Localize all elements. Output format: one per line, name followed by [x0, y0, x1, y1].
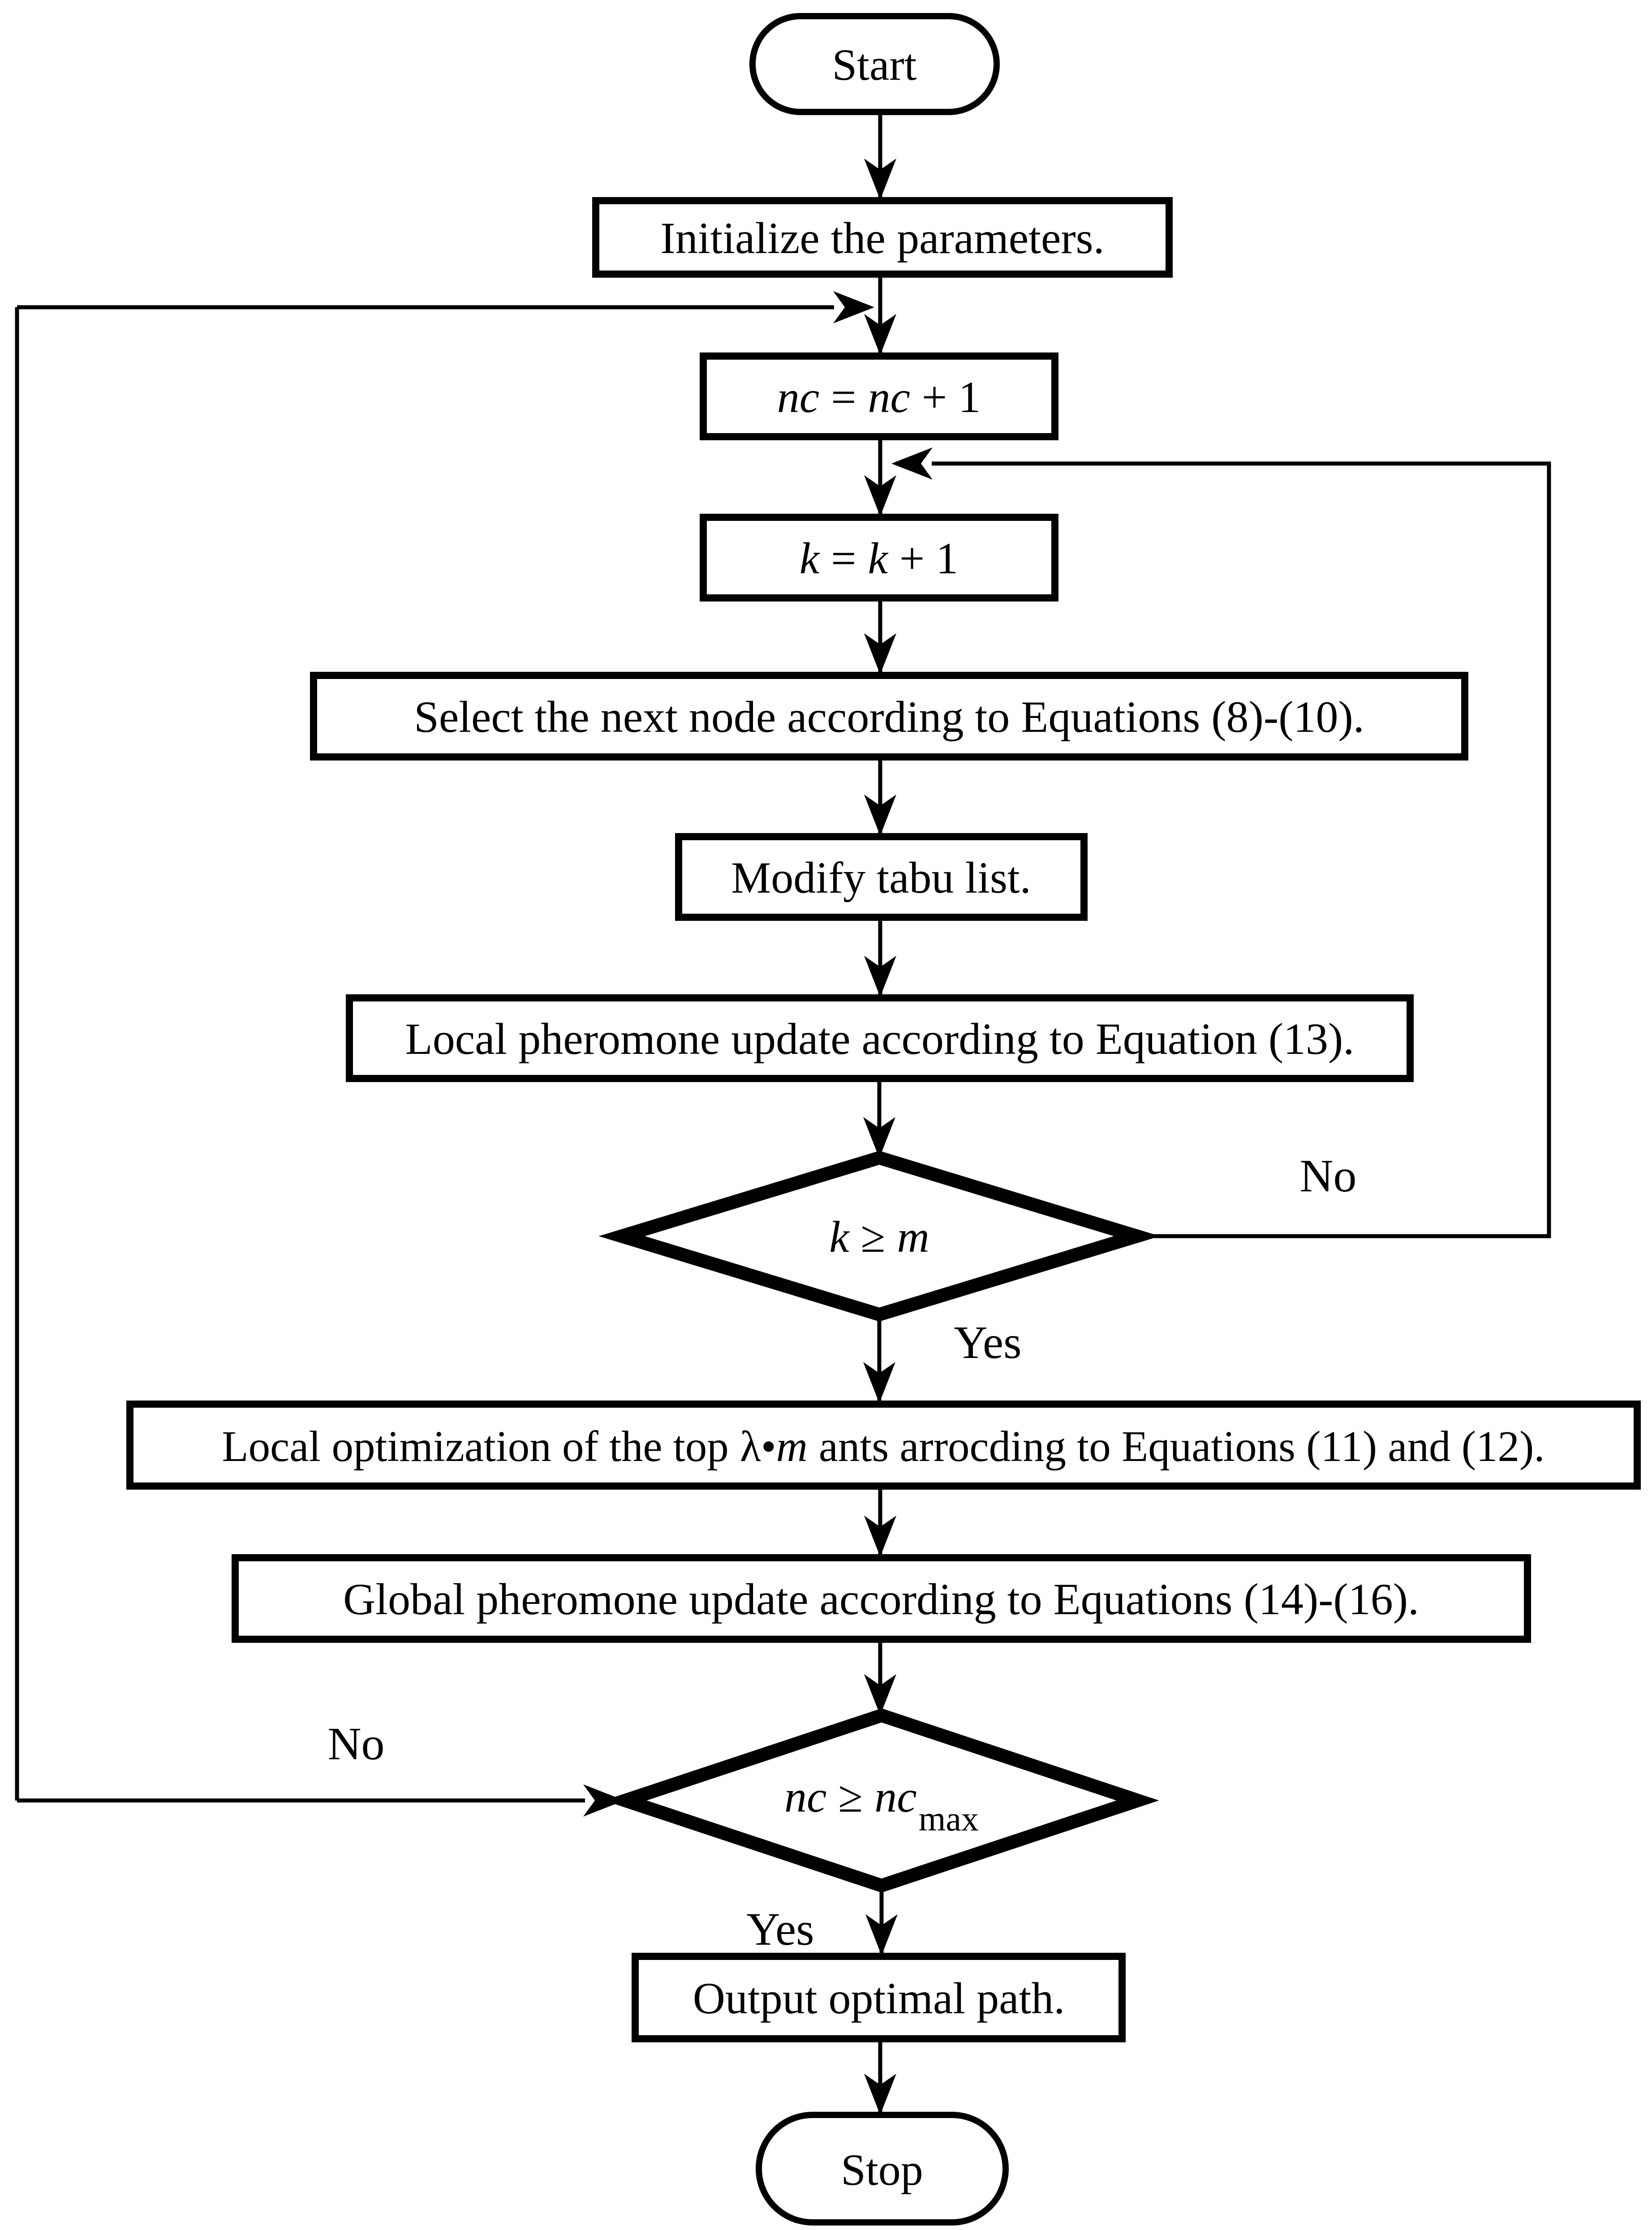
arrowhead-down-icon	[864, 314, 896, 355]
stop-shape	[756, 2112, 1009, 2226]
k-yes-label: Yes	[954, 1317, 1021, 1368]
arrowhead-down-icon	[864, 956, 896, 997]
select-next-shape	[310, 672, 1468, 761]
modify-tabu-shape	[675, 833, 1088, 921]
start-label: Start	[832, 40, 917, 90]
output-shape	[632, 1953, 1126, 2042]
node-k-increment: k=k+ 1	[700, 514, 1058, 602]
edge-loop-right	[932, 461, 1551, 1238]
arrowhead-left-icon	[891, 447, 933, 480]
arrowhead-down-icon	[864, 633, 896, 675]
node-nc-increment: nc=nc+ 1	[700, 352, 1058, 440]
global-pheromone-label: Global pheromone update according to Equ…	[343, 1574, 1419, 1624]
k-no-label: No	[1299, 1150, 1356, 1202]
global-pheromone-shape	[232, 1554, 1531, 1643]
arrowhead-down-icon	[864, 2074, 896, 2115]
k-decision-shape	[598, 1151, 1160, 1322]
node-global-pheromone: Global pheromone update according to Equ…	[232, 1554, 1531, 1643]
edge-labels: No Yes No Yes	[327, 1150, 1356, 1955]
nc-decision-label: nc≥ncmax	[784, 1772, 979, 1838]
decision-k-ge-m: k≥m	[598, 1151, 1160, 1322]
stop-label: Stop	[841, 2145, 923, 2195]
arrowhead-down-icon	[864, 1674, 896, 1715]
local-optimization-shape	[126, 1401, 1641, 1490]
node-modify-tabu: Modify tabu list.	[675, 833, 1088, 921]
local-pheromone-label: Local pheromone update according to Equa…	[405, 1014, 1355, 1064]
select-next-label: Select the next node according to Equati…	[414, 692, 1364, 742]
nc-yes-label: Yes	[746, 1903, 814, 1955]
arrowhead-right-icon	[833, 291, 874, 323]
k-increment-label: k=k+ 1	[800, 533, 959, 583]
arrowhead-down-icon	[864, 159, 896, 200]
initialize-shape	[592, 197, 1173, 278]
node-local-pheromone: Local pheromone update according to Equa…	[346, 994, 1414, 1082]
output-label: Output optimal path.	[693, 1973, 1065, 2023]
nc-no-label: No	[327, 1718, 384, 1770]
node-initialize: Initialize the parameters.	[592, 197, 1173, 278]
nc-increment-label: nc=nc+ 1	[777, 372, 981, 422]
connectors	[15, 112, 1551, 2116]
arrowhead-down-icon	[863, 1117, 895, 1158]
nc-increment-shape	[700, 352, 1058, 440]
start-shape	[749, 13, 1000, 115]
node-select-next: Select the next node according to Equati…	[310, 672, 1468, 761]
node-output: Output optimal path.	[632, 1953, 1126, 2042]
initialize-label: Initialize the parameters.	[660, 213, 1104, 263]
arrowhead-down-icon	[864, 795, 896, 836]
modify-tabu-label: Modify tabu list.	[731, 853, 1031, 902]
arrowhead-down-icon	[864, 475, 896, 516]
arrowhead-down-icon	[863, 1362, 895, 1403]
arrowhead-down-icon	[865, 1914, 898, 1955]
nc-decision-shape	[604, 1708, 1159, 1893]
local-pheromone-shape	[346, 994, 1414, 1082]
node-start: Start	[749, 13, 1000, 115]
node-stop: Stop	[756, 2112, 1009, 2226]
k-decision-label: k≥m	[829, 1212, 929, 1262]
arrowhead-down-icon	[864, 1516, 896, 1557]
k-increment-shape	[700, 514, 1058, 602]
decision-nc-ge-ncmax: nc≥ncmax	[604, 1708, 1159, 1893]
arrowhead-right-icon	[583, 1784, 624, 1817]
